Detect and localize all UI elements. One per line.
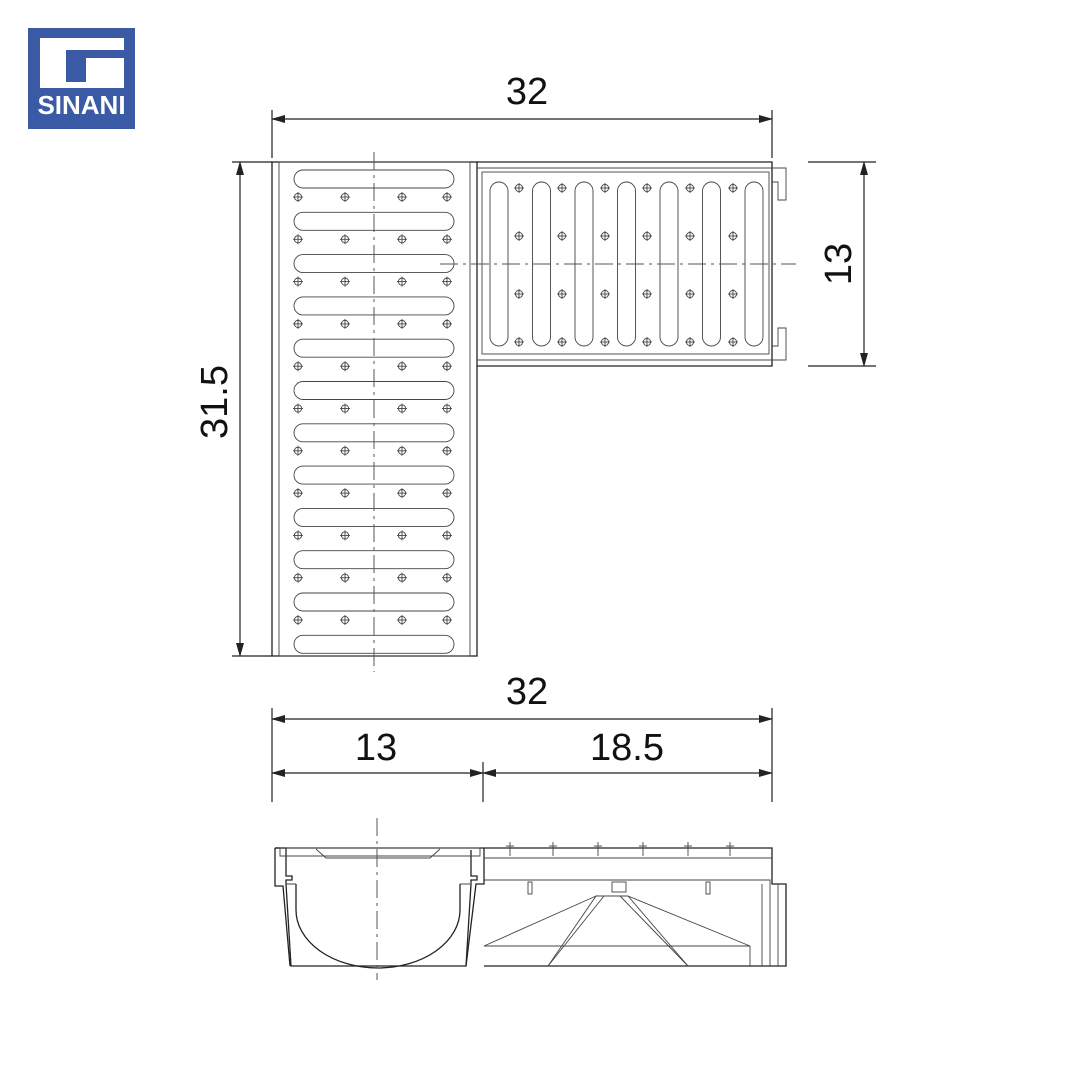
logo-mark-icon xyxy=(28,28,135,129)
horizontal-grate-fasteners xyxy=(514,183,738,347)
end-clip-top xyxy=(772,167,787,201)
grate-profile xyxy=(279,847,481,857)
brand-logo: SINANI xyxy=(28,28,135,129)
pin-mark xyxy=(527,881,533,895)
end-clip-bottom xyxy=(772,327,787,361)
section-left-label: 13 xyxy=(355,727,397,769)
horizontal-channel-outline xyxy=(477,161,773,367)
vertical-grate-slots xyxy=(293,169,455,654)
section-dimensions: 32 13 18.5 xyxy=(271,671,773,802)
channel-section-profile xyxy=(275,847,478,967)
height-label: 31.5 xyxy=(194,365,236,439)
section-right-label: 18.5 xyxy=(590,727,664,769)
branch-width-label: 13 xyxy=(818,243,860,285)
top-width-label: 32 xyxy=(506,71,548,113)
section-view xyxy=(274,818,787,980)
brand-name: SINANI xyxy=(37,90,126,120)
side-fastener-pins xyxy=(506,842,734,895)
side-body-outline xyxy=(484,847,787,967)
channel-u-bottom xyxy=(295,884,461,969)
vertical-grate-fasteners xyxy=(293,192,452,625)
pin-mark xyxy=(611,881,627,893)
pin-mark xyxy=(705,881,711,895)
section-total-label: 32 xyxy=(506,671,548,713)
top-view: 32 31.5 13 xyxy=(194,71,876,672)
